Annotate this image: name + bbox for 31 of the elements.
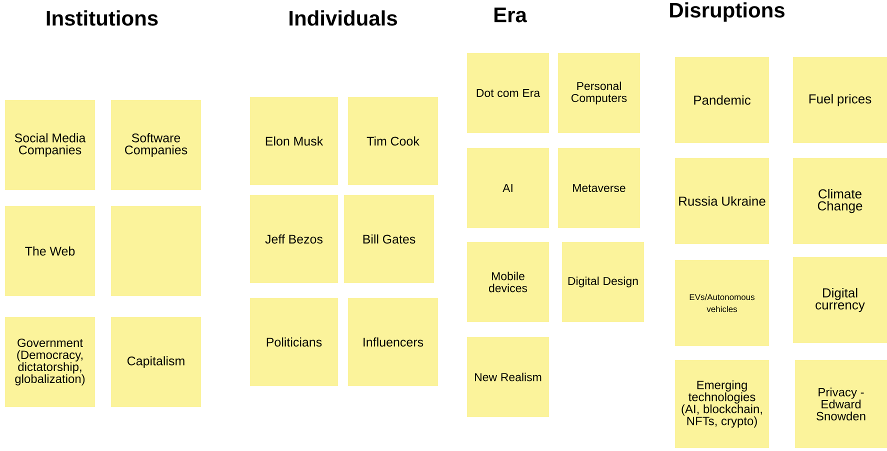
- sticky-note: AI: [467, 148, 549, 228]
- sticky-note: Personal Computers: [558, 53, 640, 133]
- sticky-note: Elon Musk: [250, 97, 338, 185]
- sticky-note: Metaverse: [558, 148, 640, 228]
- column-heading: Era: [494, 8, 528, 22]
- sticky-note: Government (Democracy, dictatorship, globalization): [5, 317, 95, 407]
- sticky-note: Digital Design: [562, 242, 644, 322]
- sticky-note: Jeff Bezos: [250, 195, 338, 283]
- sticky-note: New Realism: [467, 337, 549, 417]
- sticky-note: Politicians: [250, 298, 338, 386]
- sticky-note: Influencers: [348, 298, 438, 386]
- sticky-note: Tim Cook: [348, 97, 438, 185]
- sticky-note: Fuel prices: [793, 57, 887, 143]
- sticky-note: Digital currency: [793, 257, 887, 343]
- sticky-note: Russia Ukraine: [675, 158, 769, 244]
- sticky-note: Emerging technologies (AI, blockchain, NFTs, crypto): [675, 360, 769, 448]
- sticky-note: Privacy - Edward Snowden: [795, 360, 887, 448]
- sticky-note: EVs/Autonomous vehicles: [675, 260, 769, 346]
- column-heading: Institutions: [46, 10, 158, 26]
- sticky-note: Dot com Era: [467, 53, 549, 133]
- sticky-note: Social Media Companies: [5, 100, 95, 190]
- sticky-note: Mobile devices: [467, 242, 549, 322]
- sticky-note: The Web: [5, 206, 95, 296]
- sticky-note: [111, 206, 201, 296]
- column-heading: Individuals: [290, 10, 397, 26]
- sticky-note: Software Companies: [111, 100, 201, 190]
- sticky-note: Capitalism: [111, 317, 201, 407]
- sticky-note: Pandemic: [675, 57, 769, 143]
- sticky-note: Climate Change: [793, 158, 887, 244]
- sticky-note: Bill Gates: [344, 195, 434, 283]
- column-heading: Disruptions: [670, 2, 784, 22]
